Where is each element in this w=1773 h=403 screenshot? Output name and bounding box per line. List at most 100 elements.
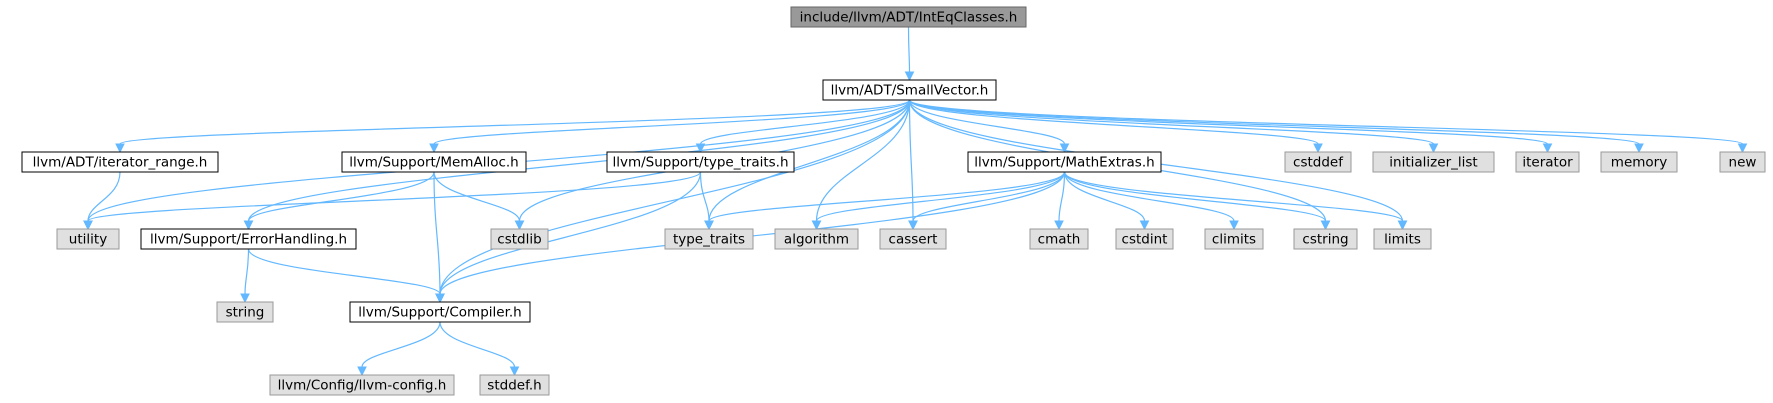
- node-new: new: [1719, 151, 1766, 173]
- node-llvm-config: llvm/Config/llvm-config.h: [269, 374, 455, 396]
- arrowhead-algorithm: [811, 220, 822, 231]
- edge-math-extras-to-type-traits: [708, 171, 1066, 222]
- node-initializer-list: initializer_list: [1372, 151, 1495, 173]
- edges-layer: [83, 26, 1748, 377]
- arrowhead-cassert: [908, 220, 918, 231]
- node-label: cstring: [1302, 232, 1348, 248]
- node-label: climits: [1212, 232, 1256, 248]
- node-box: [1600, 151, 1678, 173]
- edge-math-extras-to-cstdint: [1063, 171, 1146, 222]
- edge-int-eq-classes-to-small-vector: [907, 26, 911, 73]
- node-box: [140, 228, 357, 250]
- node-box: [1373, 228, 1432, 250]
- node-label: cmath: [1038, 232, 1081, 248]
- node-box: [1293, 228, 1358, 250]
- node-stddef: stddef.h: [479, 374, 550, 396]
- edge-math-extras-to-algorithm: [815, 171, 1066, 222]
- node-box: [269, 374, 455, 396]
- edge-type-traits-h-to-compiler: [439, 171, 702, 295]
- node-label: algorithm: [784, 232, 849, 248]
- edge-mem-alloc-to-compiler: [433, 171, 441, 295]
- node-label: cstdint: [1122, 232, 1168, 248]
- edge-mem-alloc-to-cstdlib: [433, 171, 521, 222]
- node-box: [1284, 151, 1352, 173]
- arrowhead-climits: [1229, 220, 1239, 231]
- arrowhead-cstdint: [1139, 220, 1150, 231]
- arrowhead-cstring: [1320, 220, 1331, 231]
- node-box: [1029, 228, 1089, 250]
- node-int-eq-classes[interactable]: include/llvm/ADT/IntEqClasses.h: [790, 6, 1027, 28]
- node-algorithm: algorithm: [774, 228, 859, 250]
- edge-error-handling-to-compiler: [247, 248, 441, 295]
- node-math-extras[interactable]: llvm/Support/MathExtras.h: [967, 151, 1162, 173]
- edge-math-extras-to-cstring: [1063, 171, 1327, 222]
- edge-type-traits-h-to-utility: [87, 171, 702, 222]
- arrowhead-limits: [1397, 220, 1408, 231]
- edge-math-extras-to-limits: [1063, 171, 1404, 222]
- edge-math-extras-to-cmath: [1058, 171, 1066, 222]
- edge-small-vector-to-mem-alloc: [433, 99, 911, 145]
- edge-compiler-to-stddef: [439, 321, 516, 368]
- edge-mem-alloc-to-error-handling: [247, 171, 435, 222]
- edge-small-vector-to-error-handling: [247, 99, 911, 222]
- edge-small-vector-to-compiler: [439, 99, 911, 295]
- node-label: llvm/ADT/SmallVector.h: [831, 83, 989, 99]
- node-label: stddef.h: [487, 378, 541, 394]
- node-small-vector[interactable]: llvm/ADT/SmallVector.h: [822, 79, 997, 101]
- node-memory: memory: [1600, 151, 1678, 173]
- node-label: cstddef: [1293, 155, 1344, 171]
- node-mem-alloc[interactable]: llvm/Support/MemAlloc.h: [341, 151, 527, 173]
- node-box: [1719, 151, 1766, 173]
- node-label: llvm/Support/MemAlloc.h: [349, 155, 518, 171]
- arrowhead-compiler: [435, 293, 445, 304]
- node-box: [822, 79, 997, 101]
- node-box: [774, 228, 859, 250]
- node-label: llvm/Support/MathExtras.h: [974, 155, 1154, 171]
- arrowhead-error-handling: [243, 220, 254, 231]
- node-type-traits-h[interactable]: llvm/Support/type_traits.h: [606, 151, 795, 173]
- node-type-traits: type_traits: [664, 228, 754, 250]
- node-utility: utility: [56, 228, 120, 250]
- node-cmath: cmath: [1029, 228, 1089, 250]
- node-box: [341, 151, 527, 173]
- node-label: initializer_list: [1389, 155, 1477, 171]
- node-label: memory: [1611, 155, 1667, 171]
- node-iterator-range[interactable]: llvm/ADT/iterator_range.h: [21, 151, 219, 173]
- edge-small-vector-to-memory: [908, 99, 1640, 145]
- node-cstddef: cstddef: [1284, 151, 1352, 173]
- arrowhead-cmath: [1054, 220, 1064, 231]
- node-limits: limits: [1373, 228, 1432, 250]
- node-box: [479, 374, 550, 396]
- node-box: [21, 151, 219, 173]
- node-box: [606, 151, 795, 173]
- edge-iterator-range-to-utility: [87, 171, 121, 222]
- arrowhead-mem-alloc: [429, 143, 439, 154]
- edge-type-traits-h-to-type-traits: [699, 171, 710, 222]
- node-error-handling[interactable]: llvm/Support/ErrorHandling.h: [140, 228, 357, 250]
- node-box: [1372, 151, 1495, 173]
- node-string: string: [216, 301, 274, 323]
- node-label: cassert: [889, 232, 938, 248]
- arrowhead-initializer-list: [1428, 143, 1439, 154]
- edge-small-vector-to-iterator: [908, 99, 1549, 145]
- arrowhead-memory: [1634, 143, 1644, 154]
- node-box: [490, 228, 549, 250]
- node-climits: climits: [1204, 228, 1264, 250]
- node-label: llvm/Config/llvm-config.h: [278, 378, 447, 394]
- node-box: [790, 6, 1027, 28]
- arrowhead-iterator: [1542, 143, 1553, 154]
- edge-error-handling-to-string: [244, 248, 250, 295]
- edge-math-extras-to-climits: [1063, 171, 1235, 222]
- node-label: type_traits: [673, 232, 745, 248]
- node-label: string: [226, 305, 265, 321]
- node-box: [879, 228, 947, 250]
- arrowhead-small-vector: [904, 71, 915, 82]
- node-box: [216, 301, 274, 323]
- node-compiler[interactable]: llvm/Support/Compiler.h: [349, 301, 531, 323]
- edge-compiler-to-llvm-config: [361, 321, 441, 368]
- edge-small-vector-to-math-extras: [908, 99, 1066, 145]
- arrowhead-string: [240, 293, 250, 304]
- node-label: cstdlib: [497, 232, 541, 248]
- node-label: iterator: [1522, 155, 1573, 171]
